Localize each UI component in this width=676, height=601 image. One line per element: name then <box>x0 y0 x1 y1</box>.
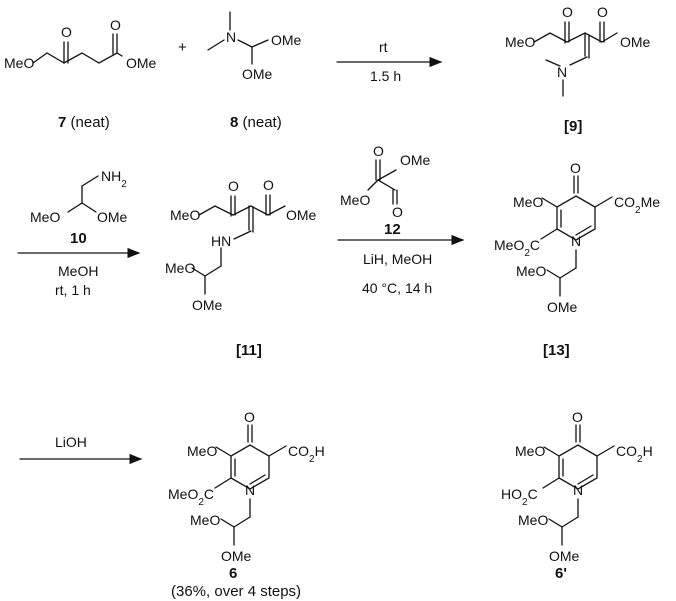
atom-o: O <box>597 4 608 20</box>
condition-rt-1h: rt, 1 h <box>55 282 91 298</box>
compound-9: MeO O O OMe N [9] <box>505 4 651 135</box>
label-13: [13] <box>543 342 570 359</box>
label-7-note: (neat) <box>66 114 109 131</box>
label-6-prime: 6' <box>555 565 567 582</box>
atom-n: N <box>557 64 567 80</box>
atom-o: O <box>373 143 384 159</box>
label-8-number: 8 <box>230 114 238 131</box>
atom-o: O <box>110 17 121 33</box>
svg-text:7 (neat): 7 (neat) <box>58 114 110 131</box>
label-6-yield: (36%, over 4 steps) <box>171 583 301 600</box>
atom-meo: MeO <box>513 194 543 210</box>
label-11: [11] <box>236 342 262 359</box>
atom-o: O <box>392 204 403 220</box>
atom-meo: MeO <box>515 443 545 459</box>
compound-12: O OMe O MeO 12 <box>340 143 431 238</box>
atom-meo: MeO <box>505 34 535 50</box>
atom-ome: OMe <box>549 548 580 564</box>
svg-text:MeO2C: MeO2C <box>168 486 214 508</box>
label-12: 12 <box>384 221 401 238</box>
svg-text:CO2H: CO2H <box>288 443 325 465</box>
atom-meo: MeO <box>30 209 60 225</box>
condition-meoh: MeOH <box>58 263 98 279</box>
compound-8: N OMe OMe 8 (neat) <box>207 11 302 131</box>
svg-text:NH2: NH2 <box>101 168 127 190</box>
atom-n: N <box>571 233 581 249</box>
atom-o: O <box>570 160 581 176</box>
atom-ome: OMe <box>97 209 128 225</box>
compound-13: O CO2Me MeO MeO2C N MeO OMe [13] <box>494 160 660 359</box>
condition-rt: rt <box>379 39 388 55</box>
svg-text:8 (neat): 8 (neat) <box>230 114 282 131</box>
atom-ome: OMe <box>242 66 273 82</box>
label-10: 10 <box>70 230 87 247</box>
compound-10: NH2 MeO OMe 10 <box>30 168 128 247</box>
atom-n: N <box>226 29 236 45</box>
compound-6: O CO2H MeO MeO2C N MeO OMe 6 (36%, over … <box>168 409 325 600</box>
label-6: 6 <box>229 565 237 582</box>
atom-hn: HN <box>211 233 231 249</box>
atom-ome: OMe <box>547 299 578 315</box>
atom-ome: OMe <box>271 32 302 48</box>
atom-meo: MeO <box>518 512 548 528</box>
atom-ome: OMe <box>620 34 651 50</box>
atom-nh2: NH <box>101 168 121 184</box>
compound-7: MeO O O OMe 7 (neat) <box>4 17 157 131</box>
atom-ome: OMe <box>126 55 157 71</box>
condition-lih-meoh: LiH, MeOH <box>363 251 432 267</box>
atom-o: O <box>572 409 583 425</box>
svg-text:MeO2C: MeO2C <box>494 237 540 259</box>
atom-n: N <box>573 482 583 498</box>
atom-meo: MeO <box>170 207 200 223</box>
atom-ome: OMe <box>400 152 431 168</box>
atom-meo: MeO <box>516 263 546 279</box>
label-8-note: (neat) <box>238 114 281 131</box>
compound-11: MeO O O OMe HN MeO OMe [11] <box>165 177 317 359</box>
atom-ome: OMe <box>221 548 252 564</box>
compound-6-prime: O CO2H MeO HO2C N MeO OMe 6' <box>501 409 653 582</box>
atom-meo: MeO <box>165 260 195 276</box>
svg-text:HO2C: HO2C <box>501 486 538 508</box>
atom-o: O <box>244 409 255 425</box>
atom-o: O <box>263 177 274 193</box>
atom-meo: MeO <box>187 443 217 459</box>
svg-text:CO2H: CO2H <box>616 443 653 465</box>
condition-time: 1.5 h <box>370 68 401 84</box>
atom-o: O <box>61 24 72 40</box>
atom-ome: OMe <box>286 207 317 223</box>
atom-meo: MeO <box>190 512 220 528</box>
atom-o: O <box>562 4 573 20</box>
condition-lioh: LiOH <box>55 434 87 450</box>
label-9: [9] <box>564 118 582 135</box>
atom-ome: OMe <box>192 297 223 313</box>
plus-sign: + <box>178 39 187 56</box>
atom-meo: MeO <box>340 192 370 208</box>
atom-o: O <box>228 178 239 194</box>
atom-n: N <box>245 482 255 498</box>
svg-text:CO2Me: CO2Me <box>614 194 660 216</box>
condition-temp: 40 °C, 14 h <box>362 280 432 296</box>
atom-meo: MeO <box>4 55 34 71</box>
label-7-number: 7 <box>58 114 66 131</box>
